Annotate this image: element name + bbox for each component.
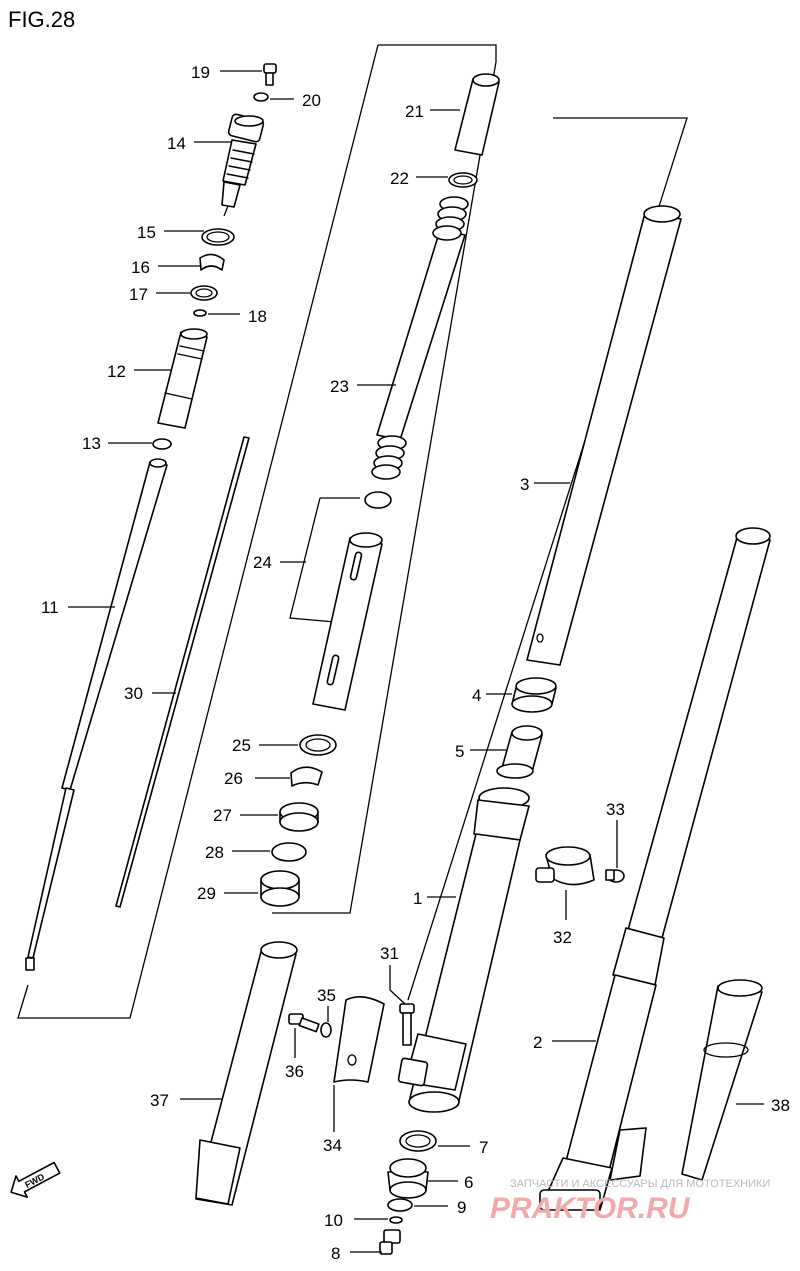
callout-35: 35 [317,986,336,1005]
fwd-arrow-icon: FWD [10,1161,61,1198]
part-30-rod [115,436,250,908]
callout-27: 27 [213,806,232,825]
part-25-guide [299,734,337,756]
part-12-damper-cap [157,328,208,429]
callout-10: 10 [324,1211,343,1230]
callout-22: 22 [390,169,409,188]
callout-7: 7 [479,1138,488,1157]
callout-36: 36 [285,1062,304,1081]
callout-17: 17 [129,285,148,304]
part-33-bolt [605,869,625,883]
part-26-clip [290,766,323,787]
callout-38: 38 [771,1096,790,1115]
callout-34: 34 [323,1136,342,1155]
callout-1: 1 [413,889,422,908]
callout-20: 20 [302,91,321,110]
part-27-bushing [279,802,319,832]
callout-31: 31 [380,944,399,963]
callout-12: 12 [107,362,126,381]
part-11-damper-rod [25,458,168,971]
part-29-seal [260,870,300,907]
part-14-adjuster-valve [221,113,265,217]
callout-labels: 19 20 14 15 16 17 18 12 13 11 30 21 22 2… [41,63,790,1263]
part-1-outer-tube [397,787,530,1113]
part-38-guard [681,979,763,1181]
callout-25: 25 [232,736,251,755]
part-2-fork-assembly [539,527,771,1211]
callout-9: 9 [457,1198,466,1217]
group-frame-inner-parts [272,44,497,914]
callout-15: 15 [137,223,156,242]
callout-13: 13 [82,434,101,453]
callout-24: 24 [253,553,272,572]
watermark-brand: PRAKTOR.RU [490,1192,691,1225]
part-36-bolt [288,1013,320,1033]
figure-title: FIG.28 [8,7,75,32]
part-5-bushing [496,725,543,779]
part-24-spacer [312,491,392,711]
callout-8: 8 [331,1244,340,1263]
part-34-guard-plate [333,996,385,1083]
part-9-oring [387,1198,413,1212]
part-23-spring [371,196,469,480]
part-21-collar [454,73,500,156]
callout-33: 33 [606,800,625,819]
callout-26: 26 [224,769,243,788]
callout-18: 18 [248,307,267,326]
group-frame-left [17,44,379,1019]
callout-21: 21 [405,102,424,121]
part-7-washer [399,1130,437,1152]
callout-6: 6 [464,1173,473,1192]
part-8-drain-bolt [379,1229,401,1255]
group-frame-spacer-bracket [289,497,336,623]
watermark-tagline: ЗАПЧАСТИ И АКСЕССУАРЫ ДЛЯ МОТОТЕХНИКИ [510,1178,770,1190]
callout-30: 30 [124,684,143,703]
part-32-clamp [535,846,595,886]
part-10-washer [389,1216,403,1224]
callout-19: 19 [191,63,210,82]
part-13-oring [152,438,172,450]
part-16-clip [199,253,225,271]
part-37-outer-guard [195,941,298,1206]
part-28-washer [271,842,307,862]
callout-11: 11 [41,598,59,617]
callout-37: 37 [150,1091,169,1110]
part-4-bushing [511,677,557,713]
watermark: ЗАПЧАСТИ И АКСЕССУАРЫ ДЛЯ МОТОТЕХНИКИ PR… [490,1178,770,1225]
part-19-screw [263,63,277,86]
part-3-inner-tube [526,205,682,666]
callout-5: 5 [455,742,464,761]
part-35-washer [320,1022,332,1038]
callout-23: 23 [330,377,349,396]
callout-3: 3 [520,475,529,494]
part-18-oring [193,309,207,317]
callout-32: 32 [553,928,572,947]
part-31-bolt [399,1003,415,1046]
part-17-washer [190,285,218,301]
callout-16: 16 [131,258,150,277]
callout-14: 14 [167,134,186,153]
part-6-adjuster [387,1158,429,1199]
group-frame-outer-tube [407,117,688,1001]
callout-2: 2 [533,1033,542,1052]
part-22-washer [448,172,478,188]
callout-28: 28 [205,843,224,862]
callout-29: 29 [197,884,216,903]
leader-lines [68,70,764,1253]
callout-4: 4 [472,686,481,705]
part-20-washer [253,92,269,102]
